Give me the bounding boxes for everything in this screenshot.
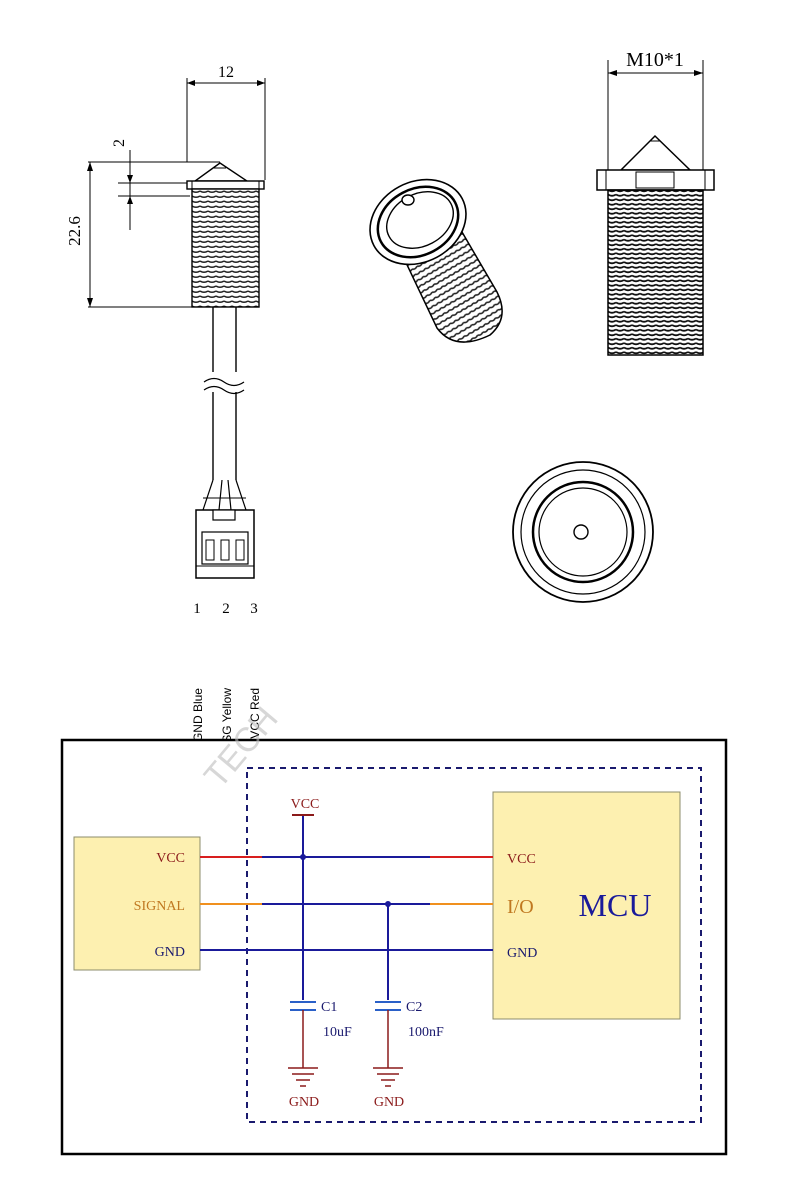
mcu-pin-vcc: VCC bbox=[507, 852, 536, 867]
capacitor-c1 bbox=[290, 1001, 316, 1068]
sensor-side-view bbox=[87, 78, 266, 579]
wires bbox=[200, 814, 493, 1000]
pin-1-label: GND Blue bbox=[191, 688, 205, 742]
sensor-pin-vcc: VCC bbox=[156, 851, 185, 866]
pin-3-number: 3 bbox=[250, 601, 258, 617]
pin-2-number: 2 bbox=[222, 601, 230, 617]
sensor-box bbox=[73, 836, 201, 971]
sensor-3d-view bbox=[369, 178, 503, 343]
sensor-front-view bbox=[596, 60, 715, 356]
ground-symbol-1 bbox=[288, 1067, 318, 1087]
pin-1-number: 1 bbox=[193, 601, 201, 617]
c1-name: C1 bbox=[321, 1000, 337, 1015]
mcu-box bbox=[492, 791, 681, 1020]
sensor-pin-gnd: GND bbox=[155, 945, 185, 960]
pin-2-label: SG Yellow bbox=[220, 688, 234, 743]
vcc-symbol-label: VCC bbox=[291, 797, 320, 812]
sensor-pin-signal: SIGNAL bbox=[134, 899, 185, 914]
ground-symbol-2 bbox=[373, 1067, 403, 1087]
gnd-label-1: GND bbox=[289, 1095, 319, 1110]
dashed-boundary bbox=[246, 767, 702, 1123]
mcu-pin-io: I/O bbox=[507, 896, 534, 918]
gnd-label-2: GND bbox=[374, 1095, 404, 1110]
c2-value: 100nF bbox=[408, 1025, 444, 1040]
mcu-title: MCU bbox=[579, 887, 652, 923]
mcu-pin-gnd: GND bbox=[507, 946, 537, 961]
c2-name: C2 bbox=[406, 1000, 422, 1015]
capacitor-c2 bbox=[375, 1001, 401, 1068]
sensor-top-view bbox=[512, 461, 654, 603]
dim-tip: 2 bbox=[111, 139, 128, 147]
dim-length: 22.6 bbox=[65, 216, 84, 246]
thread-spec: M10*1 bbox=[626, 49, 684, 71]
c1-value: 10uF bbox=[323, 1025, 352, 1040]
pin-3-label: VCC Red bbox=[248, 688, 262, 739]
dim-width: 12 bbox=[218, 64, 234, 81]
